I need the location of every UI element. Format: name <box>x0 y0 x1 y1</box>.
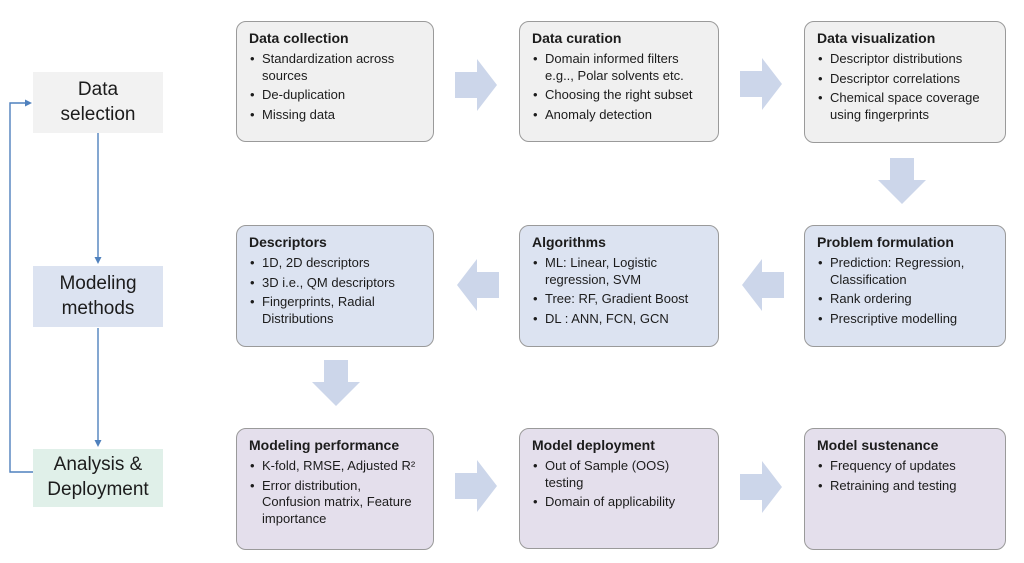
flow-box-data-curation: Data curation Domain informed filters e.… <box>519 21 719 142</box>
arrow-problem-formulation-to-algorithms-icon <box>742 259 784 311</box>
arrow-visualization-to-problem-formulation-icon <box>878 158 926 204</box>
box-title: Problem formulation <box>817 234 954 250</box>
bullet-item: De-duplication <box>249 87 423 104</box>
bullet-list: Descriptor distributions Descriptor corr… <box>817 51 995 124</box>
bullet-list: Standardization across sources De-duplic… <box>249 51 423 124</box>
bullet-item: ML: Linear, Logistic regression, SVM <box>532 255 708 288</box>
box-title: Data curation <box>532 30 622 46</box>
box-title: Data collection <box>249 30 349 46</box>
bullet-list: 1D, 2D descriptors 3D i.e., QM descripto… <box>249 255 423 328</box>
bullet-item: Retraining and testing <box>817 478 995 495</box>
bullet-list: K-fold, RMSE, Adjusted R² Error distribu… <box>249 458 423 528</box>
stage-label-data-selection: Data selection <box>33 72 163 133</box>
box-title: Algorithms <box>532 234 606 250</box>
bullet-list: Prediction: Regression, Classification R… <box>817 255 995 328</box>
bullet-item: Frequency of updates <box>817 458 995 475</box>
arrow-descriptors-to-modeling-performance-icon <box>312 360 360 406</box>
bullet-item: Out of Sample (OOS) testing <box>532 458 708 491</box>
box-title: Descriptors <box>249 234 327 250</box>
bullet-item: DL : ANN, FCN, GCN <box>532 311 708 328</box>
bullet-list: Frequency of updates Retraining and test… <box>817 458 995 494</box>
flow-box-algorithms: Algorithms ML: Linear, Logistic regressi… <box>519 225 719 347</box>
stage-label-modeling-methods: Modeling methods <box>33 266 163 327</box>
bullet-item: 3D i.e., QM descriptors <box>249 275 423 292</box>
box-title: Data visualization <box>817 30 936 46</box>
bullet-item: Standardization across sources <box>249 51 423 84</box>
bullet-item: Descriptor distributions <box>817 51 995 68</box>
bullet-item: Prescriptive modelling <box>817 311 995 328</box>
box-title: Modeling performance <box>249 437 400 453</box>
arrow-algorithms-to-descriptors-icon <box>457 259 499 311</box>
bullet-item: Tree: RF, Gradient Boost <box>532 291 708 308</box>
bullet-list: Out of Sample (OOS) testing Domain of ap… <box>532 458 708 511</box>
bullet-item: Domain of applicability <box>532 494 708 511</box>
bullet-item: 1D, 2D descriptors <box>249 255 423 272</box>
bullet-item: Rank ordering <box>817 291 995 308</box>
box-title: Model sustenance <box>817 437 939 453</box>
arrow-deployment-to-sustenance-icon <box>740 461 782 513</box>
bullet-item: Descriptor correlations <box>817 71 995 88</box>
bullet-item: Chemical space coverage using fingerprin… <box>817 90 995 123</box>
flow-box-data-visualization: Data visualization Descriptor distributi… <box>804 21 1006 143</box>
flow-box-model-sustenance: Model sustenance Frequency of updates Re… <box>804 428 1006 550</box>
bullet-item: K-fold, RMSE, Adjusted R² <box>249 458 423 475</box>
bullet-item: Anomaly detection <box>532 107 708 124</box>
bullet-item: Fingerprints, Radial Distributions <box>249 294 423 327</box>
bullet-item: Choosing the right subset <box>532 87 708 104</box>
bullet-item: Error distribution, Confusion matrix, Fe… <box>249 478 423 528</box>
arrow-modeling-performance-to-deployment-icon <box>455 460 497 512</box>
bullet-item: Prediction: Regression, Classification <box>817 255 995 288</box>
flow-box-problem-formulation: Problem formulation Prediction: Regressi… <box>804 225 1006 347</box>
flow-box-descriptors: Descriptors 1D, 2D descriptors 3D i.e., … <box>236 225 434 347</box>
stage-label-analysis-deployment: Analysis & Deployment <box>33 449 163 507</box>
bullet-item: Missing data <box>249 107 423 124</box>
bullet-list: ML: Linear, Logistic regression, SVM Tre… <box>532 255 708 328</box>
box-title: Model deployment <box>532 437 655 453</box>
arrow-curation-to-visualization-icon <box>740 58 782 110</box>
bullet-item: Domain informed filters e.g.., Polar sol… <box>532 51 708 84</box>
flow-box-model-deployment: Model deployment Out of Sample (OOS) tes… <box>519 428 719 549</box>
flow-box-data-collection: Data collection Standardization across s… <box>236 21 434 142</box>
flow-box-modeling-performance: Modeling performance K-fold, RMSE, Adjus… <box>236 428 434 550</box>
arrow-data-collection-to-curation-icon <box>455 59 497 111</box>
bullet-list: Domain informed filters e.g.., Polar sol… <box>532 51 708 124</box>
connector-feedback-analysis-to-data-selection <box>9 99 33 473</box>
